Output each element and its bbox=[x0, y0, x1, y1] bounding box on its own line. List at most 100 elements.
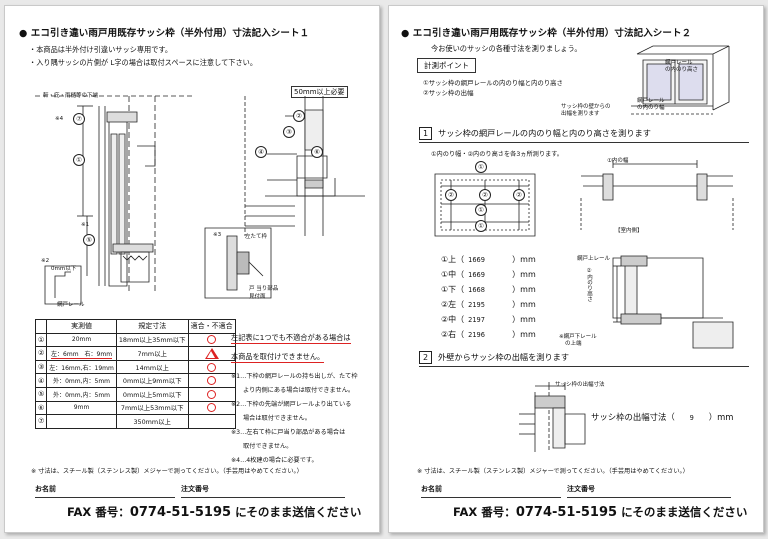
spec-row-measured[interactable]: 左：16mm,右：19mm bbox=[46, 359, 117, 375]
spec-row-result bbox=[187, 386, 236, 402]
side-note-5: 場合は取付できません。 bbox=[243, 415, 311, 422]
conforming-circle-icon bbox=[207, 389, 217, 399]
side-note-0: 左記表に1つでも不適合がある場合は bbox=[231, 333, 351, 344]
rail-bottom-label-2: の上端 bbox=[565, 341, 582, 347]
inner-width-label: ①内の幅 bbox=[607, 158, 629, 164]
measurement-value[interactable]: 2197 bbox=[468, 316, 485, 324]
sheet2-fax-number: 0774-51-5195 bbox=[515, 505, 618, 520]
measurement-value[interactable]: 2196 bbox=[468, 331, 485, 339]
projection-dim-value[interactable]: 9 bbox=[689, 414, 694, 422]
measurement-row: ②中（2197）mm bbox=[441, 314, 536, 325]
measurement-unit: ）mm bbox=[512, 270, 536, 279]
conforming-circle-icon bbox=[207, 335, 217, 345]
measurement-value[interactable]: 1669 bbox=[468, 256, 485, 264]
sheet-2: ● エコ引き違い雨戸用既存サッシ枠（半外付用）寸法記入シート２ 今お使いのサッシ… bbox=[388, 5, 764, 533]
need-50mm-label: 50mm以上必要 bbox=[291, 86, 348, 98]
marker-7: ⑦ bbox=[73, 113, 85, 125]
marker-1: ① bbox=[73, 154, 85, 166]
side-note-3: より内側にある場合は取付できません。 bbox=[243, 387, 355, 394]
spec-row-spec: 7mm以上53mm以下 bbox=[115, 400, 189, 416]
top-fig-inner-height: の内のり高さ bbox=[665, 67, 699, 73]
inner-height-label: ②内のり高さ bbox=[586, 268, 592, 302]
sheet1-name-label: お名前 bbox=[35, 485, 56, 493]
sheet2-intro: 今お使いのサッシの各種寸法を測りましょう。 bbox=[431, 44, 582, 53]
measurement-unit: ）mm bbox=[512, 330, 536, 339]
sheet1-order-field[interactable] bbox=[181, 497, 345, 498]
spec-row-measured[interactable]: 20mm bbox=[46, 332, 117, 348]
nonconforming-triangle-icon bbox=[204, 347, 219, 359]
top-fig-frame-out: サッシ枠の壁からの bbox=[561, 104, 611, 110]
spec-table-header-measured: 実測値 bbox=[46, 319, 117, 334]
note-4-label: ※4 bbox=[55, 116, 64, 122]
spec-row-spec: 350mm以上 bbox=[115, 414, 189, 429]
note-1-label: ※1 bbox=[81, 222, 90, 228]
sheet1-name-field[interactable] bbox=[35, 497, 175, 498]
side-note-2: ※1…下枠の網戸レールの持ち出しが、たて枠 bbox=[231, 373, 358, 380]
measurement-label: ②中（ bbox=[441, 315, 465, 324]
measurement-unit: ）mm bbox=[512, 300, 536, 309]
measurement-row: ①中（1669）mm bbox=[441, 269, 536, 280]
sheet1-intro-1: ・本商品は半外付け引違いサッシ専用です。 bbox=[29, 45, 173, 54]
top-fig-rail-width-2: の内のり幅 bbox=[637, 105, 665, 111]
spec-row-result bbox=[187, 346, 236, 361]
spec-table-header-result: 適合・不適合 bbox=[187, 319, 236, 334]
spec-row-measured[interactable] bbox=[46, 414, 117, 429]
section-1-sub: ①内のり幅・②内のり高さを各3ヵ所測ります。 bbox=[431, 151, 563, 158]
inside-view-label: 【室内側】 bbox=[615, 228, 643, 234]
conforming-circle-icon bbox=[207, 376, 217, 386]
inner-measure-frame bbox=[433, 166, 543, 246]
rail-section-figure bbox=[573, 146, 753, 356]
spec-row-result bbox=[187, 332, 236, 348]
measurement-row: ②左（2195 ）mm bbox=[441, 299, 536, 310]
marker-2: ② bbox=[293, 110, 305, 122]
sheet1-fax-suffix: にそのまま送信ください bbox=[231, 505, 362, 519]
measurement-row: ①下（1668）mm bbox=[441, 284, 536, 295]
section-1-title: サッシ枠の網戸レールの内のり幅と内のり高さを測ります bbox=[438, 128, 651, 138]
section-1-rule bbox=[419, 142, 749, 143]
sheet1-side-notes: 左記表に1つでも不適合がある場合は 本商品を取付けできません。 ※1…下枠の網戸… bbox=[231, 325, 379, 464]
sheet2-fax-prefix: FAX 番号： bbox=[453, 505, 516, 519]
section-2-number: 2 bbox=[419, 351, 432, 364]
rail-bottom-label: ※網戸下レール bbox=[559, 334, 597, 340]
sheet1-fax-line: FAX 番号：0774-51-5195 にそのまま送信ください bbox=[67, 504, 361, 520]
marker-6: ⑥ bbox=[311, 146, 323, 158]
measurement-value[interactable]: 1668 bbox=[468, 286, 485, 294]
side-note-8: ※4…4枚建の場合に必要です。 bbox=[231, 457, 318, 464]
frame-marker-2-mid: ② bbox=[479, 189, 491, 201]
marker-3: ③ bbox=[283, 126, 295, 138]
window-overview-figure bbox=[617, 42, 737, 122]
spec-table-header-spec: 規定寸法 bbox=[115, 319, 189, 334]
measurement-value[interactable]: 2195 bbox=[468, 301, 485, 309]
marker-5: ⑤ bbox=[83, 234, 95, 246]
sheet2-name-field[interactable] bbox=[421, 497, 561, 498]
sheet1-title: ● エコ引き違い雨戸用既存サッシ枠（半外付用）寸法記入シート１ bbox=[19, 28, 310, 39]
spec-row-spec: 0mm以上5mm以下 bbox=[115, 386, 189, 402]
spec-row-index: ② bbox=[34, 346, 48, 361]
spec-row-spec: 7mm以上 bbox=[115, 346, 189, 361]
spec-row-measured[interactable]: 外：0mm,内：5mm bbox=[46, 373, 117, 388]
side-note-7: 取付できません。 bbox=[243, 443, 293, 450]
sheet1-fax-number: 0774-51-5195 bbox=[129, 505, 232, 520]
projection-dimension: サッシ枠の出幅寸法（9）mm bbox=[591, 411, 733, 423]
measurement-value[interactable]: 1669 bbox=[468, 271, 485, 279]
sheet2-order-field[interactable] bbox=[567, 497, 731, 498]
section-2-rule bbox=[419, 366, 749, 367]
measure-point-1: ①サッシ枠の網戸レールの内のり幅と内のり高さ bbox=[423, 79, 563, 87]
sash-section-diagram bbox=[5, 76, 380, 306]
spec-row-measured[interactable]: 9mm bbox=[46, 400, 117, 416]
spec-row-measured[interactable]: 左：6mm 右：9mm bbox=[46, 346, 117, 361]
marker-4: ④ bbox=[255, 146, 267, 158]
measurement-label: ②左（ bbox=[441, 300, 465, 309]
spec-row-index: ④ bbox=[34, 373, 48, 388]
sheet2-fax-line: FAX 番号：0774-51-5195 にそのまま送信ください bbox=[453, 504, 747, 520]
frame-marker-1-bottom: ① bbox=[475, 220, 487, 232]
sheet2-fax-suffix: にそのまま送信ください bbox=[617, 505, 748, 519]
note-3-label: ※3 bbox=[213, 232, 222, 238]
spec-row-measured[interactable]: 外：0mm,内：5mm bbox=[46, 386, 117, 402]
projection-dim-label: サッシ枠の出幅寸法（ bbox=[591, 412, 675, 422]
